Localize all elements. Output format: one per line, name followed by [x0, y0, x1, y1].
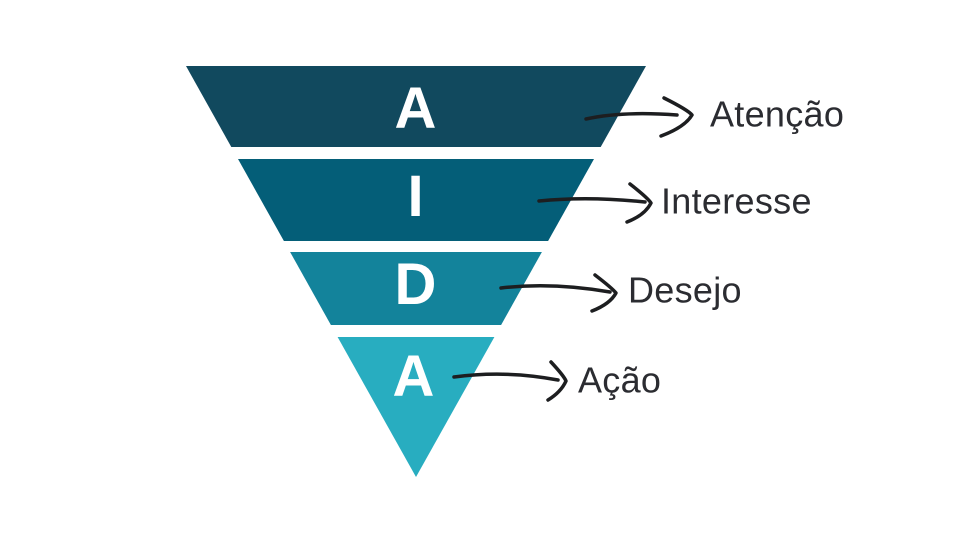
stage-label-atencao: Atenção	[710, 93, 845, 135]
arrow-head	[546, 360, 568, 402]
arrow-head	[590, 273, 618, 313]
stage-label-interesse: Interesse	[661, 180, 812, 222]
arrow-shaft	[537, 196, 647, 204]
funnel-stage-shape-atencao	[186, 66, 646, 147]
funnel-stage-shape-acao	[337, 337, 495, 477]
arrow-shaft	[499, 284, 612, 294]
stage-letter-interesse: I	[407, 163, 425, 229]
arrow-shaft	[452, 372, 560, 382]
funnel-stage-shape-desejo	[290, 252, 542, 325]
stage-label-desejo: Desejo	[628, 269, 742, 311]
stage-label-acao: Ação	[578, 359, 662, 401]
arrow-head	[625, 182, 653, 224]
stage-letter-desejo: D	[394, 251, 438, 317]
stage-letter-acao: A	[392, 343, 436, 409]
atencao-arrow-icon	[584, 96, 694, 138]
acao-arrow-icon	[452, 360, 568, 402]
desejo-arrow-icon	[499, 273, 618, 313]
interesse-arrow-icon	[537, 182, 653, 224]
arrow-shaft	[584, 111, 679, 121]
arrow-head	[659, 96, 694, 138]
stage-letter-atencao: A	[394, 75, 438, 141]
funnel-stage-shape-interesse	[238, 159, 594, 241]
